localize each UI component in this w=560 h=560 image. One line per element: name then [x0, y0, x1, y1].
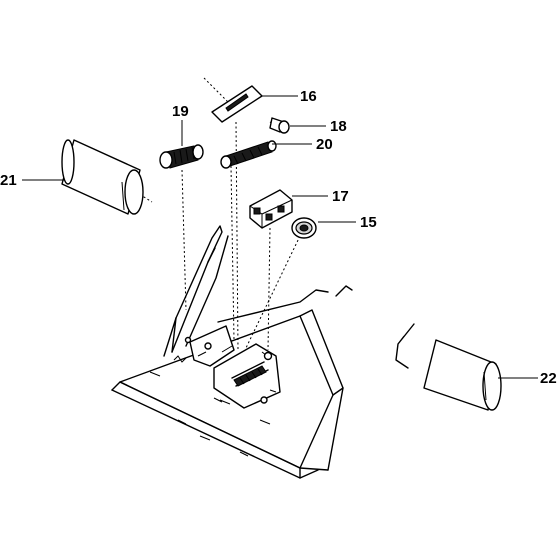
callout-18: 18 [330, 118, 347, 135]
bushing-15 [291, 217, 317, 239]
spring-20 [220, 140, 277, 169]
roller-21 [61, 139, 144, 215]
callout-labels: 16 18 19 20 17 15 21 22 [0, 88, 557, 387]
callout-15: 15 [360, 214, 377, 231]
callout-19: 19 [172, 103, 189, 120]
spring-19 [159, 144, 204, 169]
base-plate [111, 309, 344, 479]
plate-16 [211, 85, 263, 123]
bracket-assembly [173, 325, 281, 409]
callout-20: 20 [316, 136, 333, 153]
roller-22 [395, 323, 502, 411]
block-17 [249, 189, 293, 229]
installed-spring [231, 361, 269, 387]
callout-17: 17 [332, 188, 349, 205]
pin-18 [269, 117, 290, 134]
callout-21: 21 [0, 172, 17, 189]
leader-lines [22, 95, 538, 379]
callout-22: 22 [540, 370, 557, 387]
callout-16: 16 [300, 88, 317, 105]
handle-lever [163, 225, 353, 357]
